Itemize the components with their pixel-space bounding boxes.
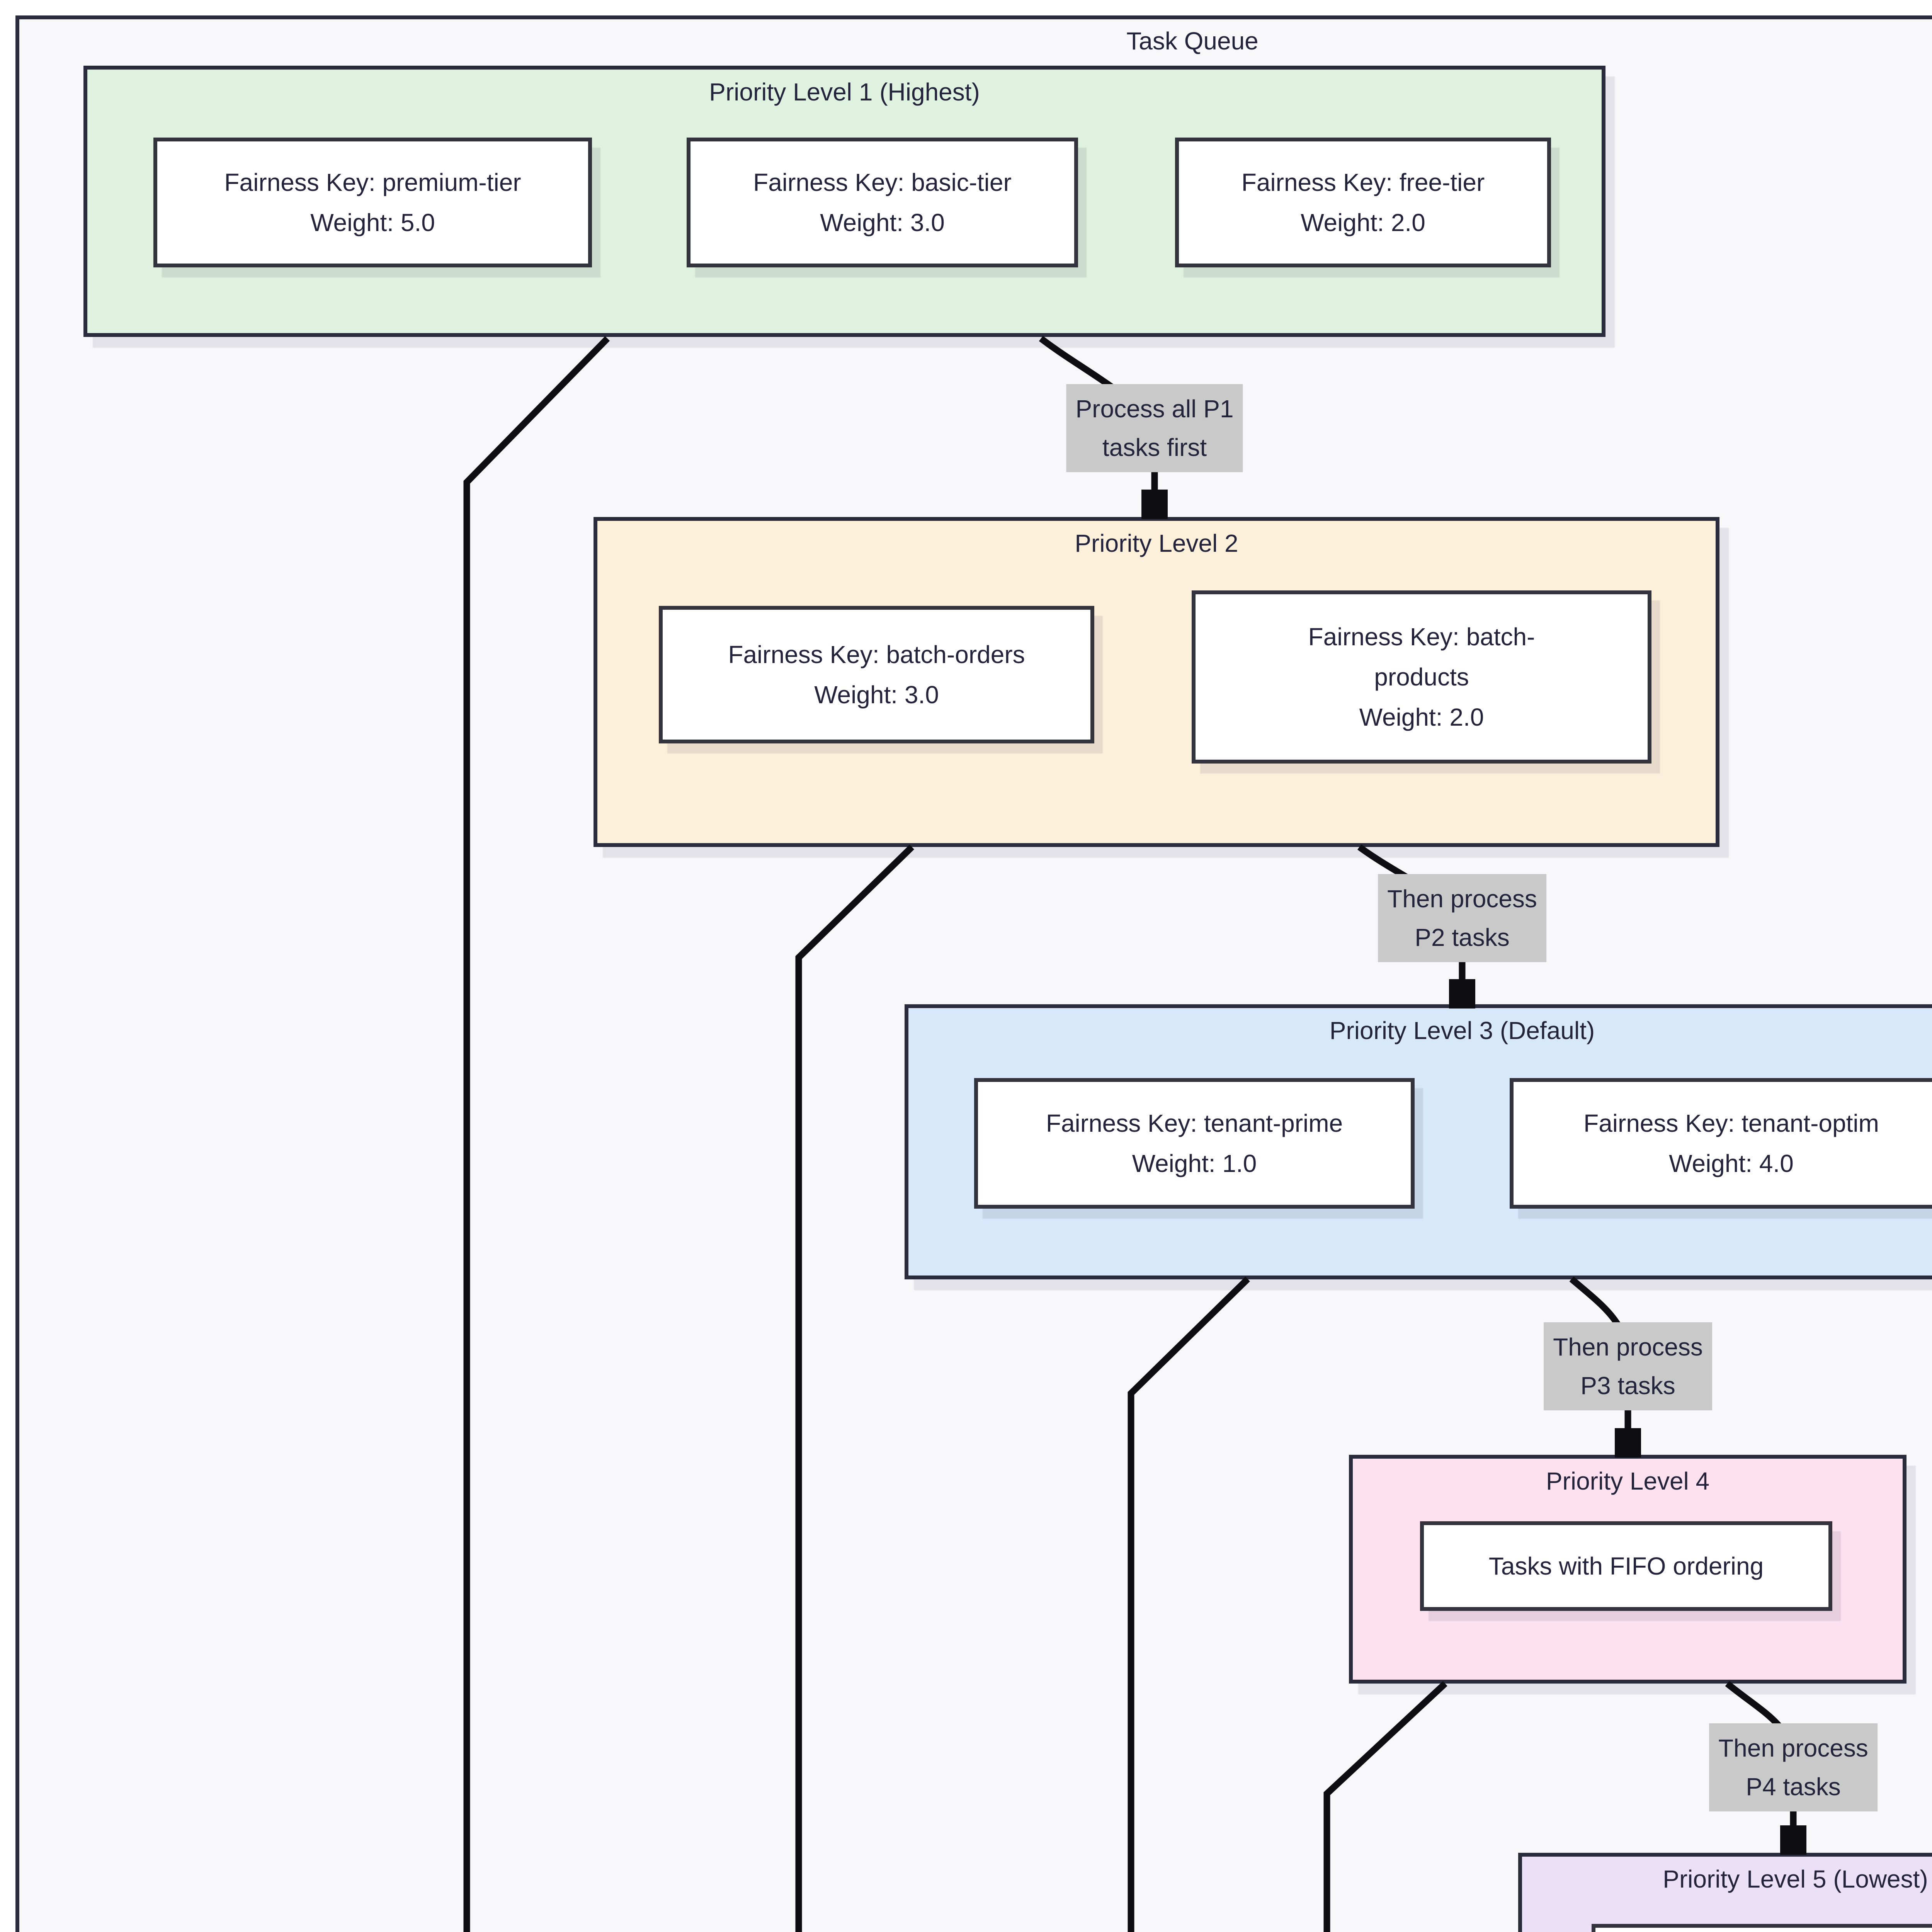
edge-label-process-p4: Then process P4 tasks [1709, 1723, 1878, 1811]
node-line: Weight: 3.0 [814, 681, 939, 709]
group-title: Priority Level 1 (Highest) [709, 78, 980, 106]
task-queue-title: Task Queue [1126, 27, 1259, 55]
group-priority-level-5: Priority Level 5 (Lowest) [1518, 1853, 1932, 1932]
node-line: Weight: 2.0 [1301, 209, 1425, 236]
edge-label-line: P2 tasks [1415, 923, 1510, 951]
node-line: Fairness Key: premium-tier [224, 168, 521, 196]
node-line: Fairness Key: basic-tier [753, 168, 1012, 196]
node-line: Fairness Key: tenant-optim [1583, 1109, 1879, 1137]
node-free-tier: Fairness Key: free-tier Weight: 2.0 [1175, 138, 1551, 267]
node-line: Fairness Key: batch- [1308, 623, 1535, 651]
node-line: Fairness Key: batch-orders [728, 641, 1025, 668]
edge-label-line: Process all P1 [1075, 395, 1234, 423]
edge-label-line: tasks first [1102, 434, 1207, 461]
node-fifo-p5: Tasks with FIFO ordering [1592, 1924, 1932, 1932]
node-tenant-optim: Fairness Key: tenant-optim Weight: 4.0 [1510, 1078, 1932, 1209]
node-line: products [1374, 663, 1469, 691]
edge-label-process-p3: Then process P3 tasks [1544, 1322, 1712, 1410]
node-line: Weight: 5.0 [310, 209, 435, 236]
node-batch-products: Fairness Key: batch- products Weight: 2.… [1192, 590, 1651, 764]
edge-label-line: Then process [1387, 885, 1537, 913]
edge-label-process-p2: Then process P2 tasks [1378, 874, 1546, 962]
node-line: Tasks with FIFO ordering [1488, 1552, 1764, 1580]
node-line: Fairness Key: free-tier [1241, 168, 1485, 196]
node-line: Weight: 2.0 [1359, 703, 1484, 731]
node-line: Fairness Key: tenant-prime [1046, 1109, 1343, 1137]
edge-label-line: Then process [1718, 1734, 1868, 1762]
group-title: Priority Level 5 (Lowest) [1663, 1865, 1928, 1893]
group-title: Priority Level 4 [1546, 1467, 1710, 1495]
group-title: Priority Level 2 [1075, 529, 1238, 557]
node-fifo-p4: Tasks with FIFO ordering [1420, 1521, 1832, 1611]
node-premium-tier: Fairness Key: premium-tier Weight: 5.0 [153, 138, 592, 267]
node-line: Weight: 1.0 [1132, 1150, 1257, 1177]
node-line: Weight: 3.0 [820, 209, 945, 236]
node-line: Weight: 4.0 [1669, 1150, 1794, 1177]
edge-label-line: P4 tasks [1746, 1773, 1841, 1801]
edge-label-line: Then process [1553, 1333, 1703, 1361]
group-title: Priority Level 3 (Default) [1329, 1017, 1595, 1044]
node-tenant-prime: Fairness Key: tenant-prime Weight: 1.0 [974, 1078, 1415, 1209]
edge-label-line: P3 tasks [1580, 1372, 1675, 1400]
node-batch-orders: Fairness Key: batch-orders Weight: 3.0 [659, 606, 1094, 743]
edge-label-process-p1: Process all P1 tasks first [1066, 384, 1243, 472]
node-basic-tier: Fairness Key: basic-tier Weight: 3.0 [687, 138, 1078, 267]
